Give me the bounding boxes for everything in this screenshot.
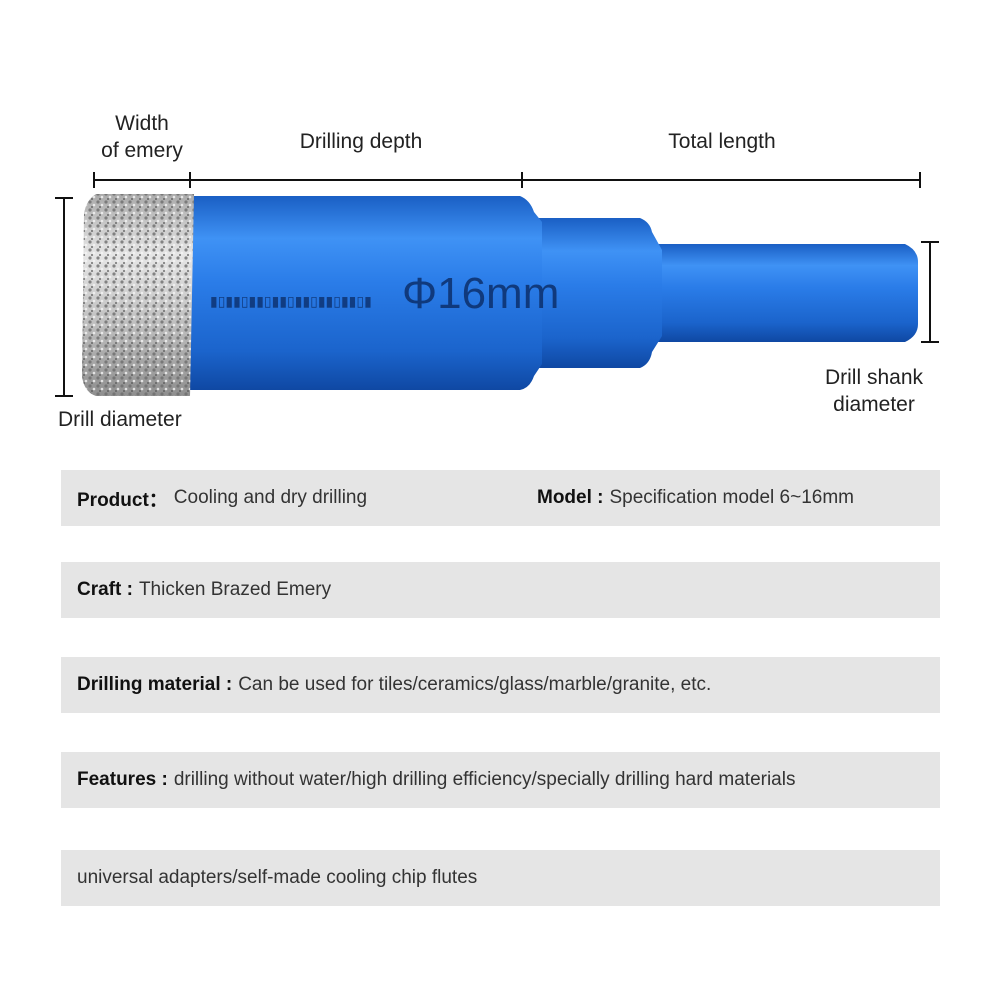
- total-length-label: Total length: [668, 130, 776, 153]
- model-value: Specification model 6~16mm: [609, 487, 855, 508]
- product-label: Product：: [77, 489, 168, 511]
- product-value: Cooling and dry drilling: [173, 487, 368, 508]
- extra-value: universal adapters/self-made cooling chi…: [77, 867, 478, 888]
- drill-step: [535, 218, 662, 368]
- spec-row-craft: Craft : Thicken Brazed Emery: [61, 562, 940, 618]
- drill-shank-diameter-label: Drill shank diameter: [824, 366, 924, 416]
- bit-marking-dots: ▮▯▮▮▯▮▮▯▮▮▯▮▮▯▮▮▯▮▮▯▮: [210, 293, 372, 309]
- spec-row-material: Drilling material : Can be used for tile…: [61, 657, 940, 713]
- drill-diameter-label: Drill diameter: [58, 408, 182, 431]
- spec-row-extra: universal adapters/self-made cooling chi…: [61, 850, 940, 906]
- emery-head: [82, 194, 194, 396]
- material-label: Drilling material :: [77, 674, 233, 695]
- width-of-emery-label: Width of emery: [101, 112, 183, 162]
- bit-marking: Φ16mm: [402, 269, 559, 318]
- drill-shank: [655, 244, 918, 342]
- features-value: drilling without water/high drilling eff…: [173, 769, 796, 790]
- material-value: Can be used for tiles/ceramics/glass/mar…: [238, 674, 712, 695]
- drilling-depth-label: Drilling depth: [299, 130, 423, 153]
- model-label: Model :: [537, 487, 604, 508]
- spec-row-product-model: Product： Cooling and dry drilling Model …: [61, 470, 940, 526]
- dimension-lines: [55, 172, 939, 397]
- model-group: Model : Specification model 6~16mm: [537, 470, 854, 526]
- features-label: Features :: [77, 769, 168, 790]
- craft-value: Thicken Brazed Emery: [138, 579, 332, 600]
- drill-bit-diagram: ▮▯▮▮▯▮▮▯▮▮▯▮▮▯▮▮▯▮▮▯▮ Φ16mm Width of eme…: [0, 0, 1001, 450]
- drill-body: [186, 196, 542, 390]
- drill-bit-illustration: ▮▯▮▮▯▮▮▯▮▮▯▮▮▯▮▮▯▮▮▯▮ Φ16mm: [55, 172, 939, 397]
- craft-label: Craft :: [77, 579, 133, 600]
- spec-row-features: Features : drilling without water/high d…: [61, 752, 940, 808]
